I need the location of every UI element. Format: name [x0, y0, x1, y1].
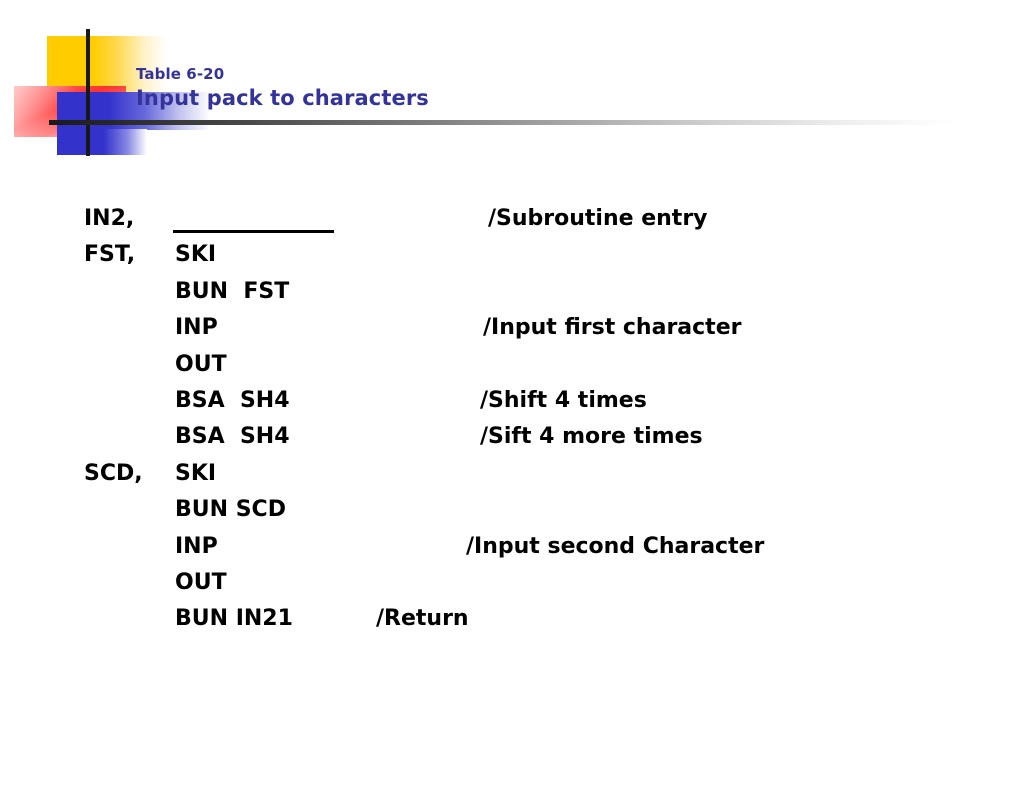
code-row: OUT [84, 352, 964, 388]
code-comment: /Return [376, 606, 469, 632]
code-comment: /Input second Character [466, 533, 765, 559]
code-instruction: INP [175, 315, 218, 341]
logo-red-square [14, 86, 126, 137]
code-instruction: BUN IN21 [175, 606, 293, 632]
code-instruction: OUT [175, 351, 227, 377]
code-instruction: INP [175, 533, 218, 559]
code-row: BUN IN21/Return [84, 606, 964, 642]
code-instruction: BSA SH4 [175, 387, 290, 413]
code-comment: /Sift 4 more times [480, 424, 703, 450]
code-row: BSA SH4/Sift 4 more times [84, 424, 964, 460]
code-instruction: OUT [175, 569, 227, 595]
logo-blue-block [57, 129, 147, 155]
code-row: OUT [84, 570, 964, 606]
code-instruction: SKI [175, 460, 217, 486]
code-instruction: BUN FST [175, 278, 290, 304]
code-comment: /Input first character [483, 315, 742, 341]
table-label: Table 6-20 [136, 65, 225, 83]
code-instruction: BSA SH4 [175, 424, 290, 450]
code-label: IN2, [84, 206, 135, 231]
code-row: IN2, /Subroutine entry [84, 206, 964, 242]
code-row: BSA SH4/Shift 4 times [84, 388, 964, 424]
title-block: Table 6-20 Input pack to characters [136, 65, 836, 111]
code-instruction: BUN SCD [175, 497, 286, 523]
code-row: SCD, SKI [84, 461, 964, 497]
code-comment: /Shift 4 times [480, 387, 647, 413]
blank-operand-rule [173, 230, 334, 233]
code-row: BUN SCD [84, 497, 964, 533]
title-underline-rule [49, 120, 961, 125]
code-instruction: SKI [175, 242, 217, 268]
code-row: BUN FST [84, 279, 964, 315]
code-label: SCD, [84, 460, 143, 486]
code-row: INP/Input first character [84, 315, 964, 351]
code-comment: /Subroutine entry [488, 206, 708, 231]
page-title: Input pack to characters [136, 85, 429, 110]
code-row: INP/Input second Character [84, 534, 964, 570]
logo-vertical-rule [86, 29, 90, 156]
code-label: FST, [84, 242, 136, 268]
code-row: FST, SKI [84, 242, 964, 278]
